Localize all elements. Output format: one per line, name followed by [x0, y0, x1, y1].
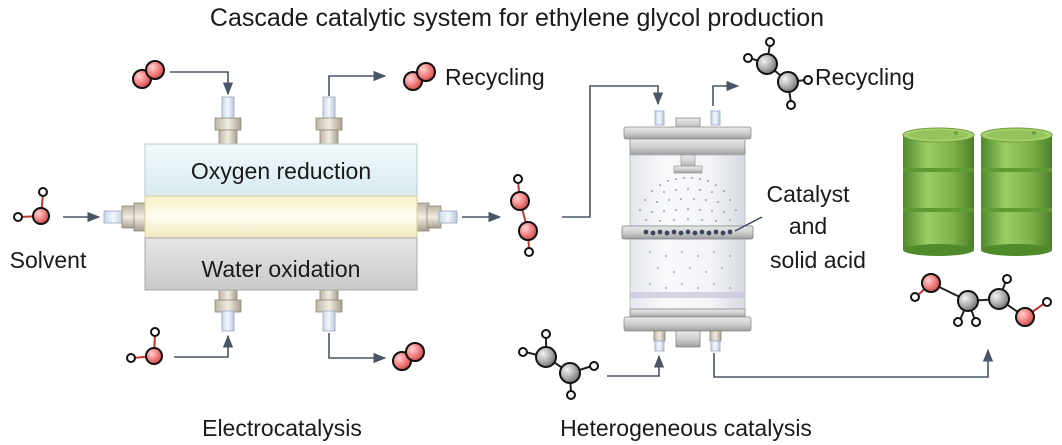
oxygen-molecule-recycling: [403, 62, 436, 91]
membrane-layer: [144, 195, 418, 239]
ethylene-molecule-feed: [518, 329, 599, 400]
top-inlet-port: [214, 96, 242, 145]
oxygen-outlet-arrow: [328, 333, 387, 364]
spray-pattern: [639, 177, 737, 222]
ethylene-glycol-molecule: [910, 273, 1052, 327]
hydrogen-peroxide-molecule: [510, 174, 538, 257]
svg-text:solid acid: solid acid: [770, 247, 866, 273]
top-outlet-port: [315, 96, 343, 145]
water-molecule-solvent: [13, 187, 50, 225]
solvent-label: Solvent: [10, 247, 87, 273]
product-barrel-right: [980, 127, 1053, 256]
product-outlet-port: [416, 202, 458, 232]
heterogeneous-section-label: Heterogeneous catalysis: [560, 415, 812, 441]
catalyst-pointer-line: [734, 216, 763, 232]
svg-text:Catalyst: Catalyst: [766, 181, 850, 207]
ethylene-molecule-recycling: [743, 37, 813, 110]
electrochemical-cell: Oxygen reduction Water oxidation: [103, 96, 458, 332]
reactor-feed-arrow: [562, 85, 664, 218]
oxygen-molecule-anode-product: [392, 342, 425, 371]
oxygen-feed-arrow: [170, 71, 234, 96]
product-barrel-left: [902, 127, 975, 256]
catalyst-label: Catalyst and solid acid: [766, 181, 865, 273]
solvent-inlet-port: [103, 202, 147, 232]
water-oxidation-chamber: [144, 237, 418, 291]
diagram-title: Cascade catalytic system for ethylene gl…: [210, 4, 824, 32]
ethylene-recycling-arrow: [712, 80, 740, 106]
heterogeneous-recycling-label: Recycling: [815, 64, 915, 90]
oxygen-reduction-chamber: [144, 143, 418, 197]
drip-pattern: [649, 251, 731, 289]
bottom-inlet-port: [214, 288, 242, 332]
water-oxidation-label: Water oxidation: [202, 256, 361, 282]
oxygen-molecule-feed: [132, 60, 165, 89]
svg-text:and: and: [789, 213, 827, 239]
electrocatalysis-section-label: Electrocatalysis: [202, 415, 362, 441]
ethylene-feed-arrow: [607, 354, 665, 377]
electro-recycling-label: Recycling: [445, 64, 545, 90]
water-molecule-anode-feed: [126, 327, 163, 365]
bottom-outlet-port: [315, 288, 343, 332]
fixed-bed-reactor: [621, 110, 754, 352]
product-output-arrow: [713, 348, 994, 378]
oxygen-recycling-arrow: [328, 70, 387, 96]
water-feed-arrow: [174, 334, 234, 358]
oxygen-reduction-label: Oxygen reduction: [191, 158, 371, 184]
